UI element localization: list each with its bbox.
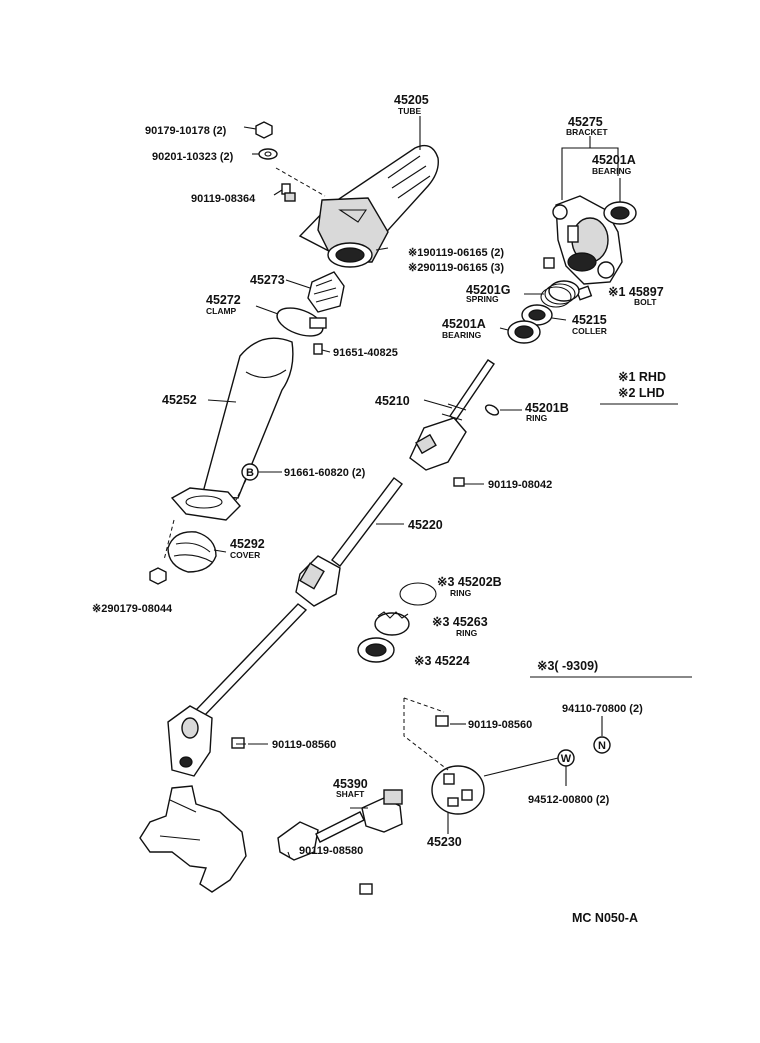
bolt-90119-08580: [359, 883, 373, 895]
part-45273: [307, 271, 345, 313]
legend-lhd-rhd: ※1 RHD ※2 LHD: [600, 370, 678, 405]
cover-45292: [167, 531, 217, 573]
svg-text:N: N: [598, 740, 606, 752]
nut-90179-08044: [149, 567, 167, 585]
bolt-91651: [313, 343, 323, 355]
label-shaft: SHAFT: [336, 789, 365, 799]
washer-90201: [258, 148, 278, 160]
label-ring-1: RING: [526, 413, 548, 423]
svg-text:B: B: [246, 467, 254, 479]
label-45215: 45215: [572, 313, 607, 327]
label-90179-10178: 90179-10178 (2): [145, 125, 227, 137]
label-45210: 45210: [375, 394, 410, 408]
label-tube: TUBE: [398, 106, 421, 116]
label-90119-06165-1: ※190119-06165 (2): [408, 247, 504, 259]
gear-housing: [139, 785, 247, 893]
tube-45252: [170, 337, 294, 521]
label-90119-08580: 90119-08580: [299, 845, 363, 857]
w-mark: W: [557, 749, 575, 767]
label-45273: 45273: [250, 273, 285, 287]
label-clamp: CLAMP: [206, 306, 237, 316]
legend-note-rhd: ※1 RHD: [618, 370, 666, 384]
coller-45215: [521, 304, 553, 326]
label-90119-08560-a: 90119-08560: [272, 739, 336, 751]
ring-45202b: [399, 582, 437, 606]
callout-labels: 45205 TUBE 90179-10178 (2) 90201-10323 (…: [92, 93, 664, 857]
label-94110-70800: 94110-70800 (2): [562, 703, 643, 715]
label-bearing-2: BEARING: [442, 330, 482, 340]
b-mark: B: [241, 463, 259, 481]
svg-text:W: W: [561, 753, 572, 765]
bolt-90119-08560-b: [435, 715, 449, 727]
label-45224: ※3 45224: [414, 654, 470, 668]
label-90119-08364: 90119-08364: [191, 193, 256, 205]
legend-date-range: ※3( -9309): [530, 659, 692, 678]
label-90119-08560-b: 90119-08560: [468, 719, 532, 731]
spring-45201g: [540, 280, 580, 308]
label-91651-40825: 91651-40825: [333, 347, 398, 359]
bearing-45201a-lower: [507, 320, 541, 344]
label-45201a-2: 45201A: [442, 317, 486, 331]
figure-code: MC N050-A: [572, 911, 638, 925]
label-45201b: 45201B: [525, 401, 569, 415]
label-coller: COLLER: [572, 326, 607, 336]
bracket-45275: [552, 195, 623, 285]
shaft-45220: [167, 477, 403, 777]
part-45224: [357, 637, 395, 663]
legend-note-lhd: ※2 LHD: [618, 386, 665, 400]
label-bolt: BOLT: [634, 297, 657, 307]
bolt-90119-08042: [453, 477, 465, 487]
label-45263: ※3 45263: [432, 615, 488, 629]
label-cover: COVER: [230, 550, 260, 560]
label-ring-3: RING: [456, 628, 478, 638]
label-bearing-1: BEARING: [592, 166, 632, 176]
bearing-45201a-upper: [603, 201, 637, 225]
shaft-45210: [409, 359, 495, 471]
nut-90179: [255, 121, 273, 139]
label-45202b: ※3 45202B: [437, 575, 502, 589]
label-90119-08042: 90119-08042: [488, 479, 552, 491]
label-45292: 45292: [230, 537, 265, 551]
label-45390: 45390: [333, 777, 368, 791]
tube-45205: [298, 144, 439, 268]
label-45205: 45205: [394, 93, 429, 107]
label-45201g: 45201G: [466, 283, 510, 297]
label-91661-60820: 91661-60820 (2): [284, 467, 366, 479]
legend-note-range: ※3( -9309): [537, 659, 598, 673]
leader-lines: [207, 116, 621, 859]
coupling-45230: [431, 765, 485, 815]
label-45897: ※1 45897: [608, 285, 664, 299]
label-ring-2: RING: [450, 588, 472, 598]
label-94512-00800: 94512-00800 (2): [528, 794, 610, 806]
label-90201-10323: 90201-10323 (2): [152, 151, 234, 163]
label-90179-08044: ※290179-08044: [92, 603, 173, 615]
label-90119-06165-2: ※290119-06165 (3): [408, 262, 504, 274]
bolt-90119-08560-a: [231, 737, 245, 749]
label-45252: 45252: [162, 393, 197, 407]
label-spring: SPRING: [466, 294, 499, 304]
n-mark: N: [593, 736, 611, 754]
label-45275: 45275: [568, 115, 603, 129]
bolt-90119-08364: [281, 183, 296, 202]
label-45201a-1: 45201A: [592, 153, 636, 167]
label-45230: 45230: [427, 835, 462, 849]
shaft-45390: [277, 789, 403, 861]
bolt-06165: [543, 257, 555, 269]
label-45220: 45220: [408, 518, 443, 532]
label-bracket: BRACKET: [566, 127, 608, 137]
label-45272: 45272: [206, 293, 241, 307]
ring-45201b: [484, 404, 500, 416]
ring-45263: [374, 611, 410, 636]
